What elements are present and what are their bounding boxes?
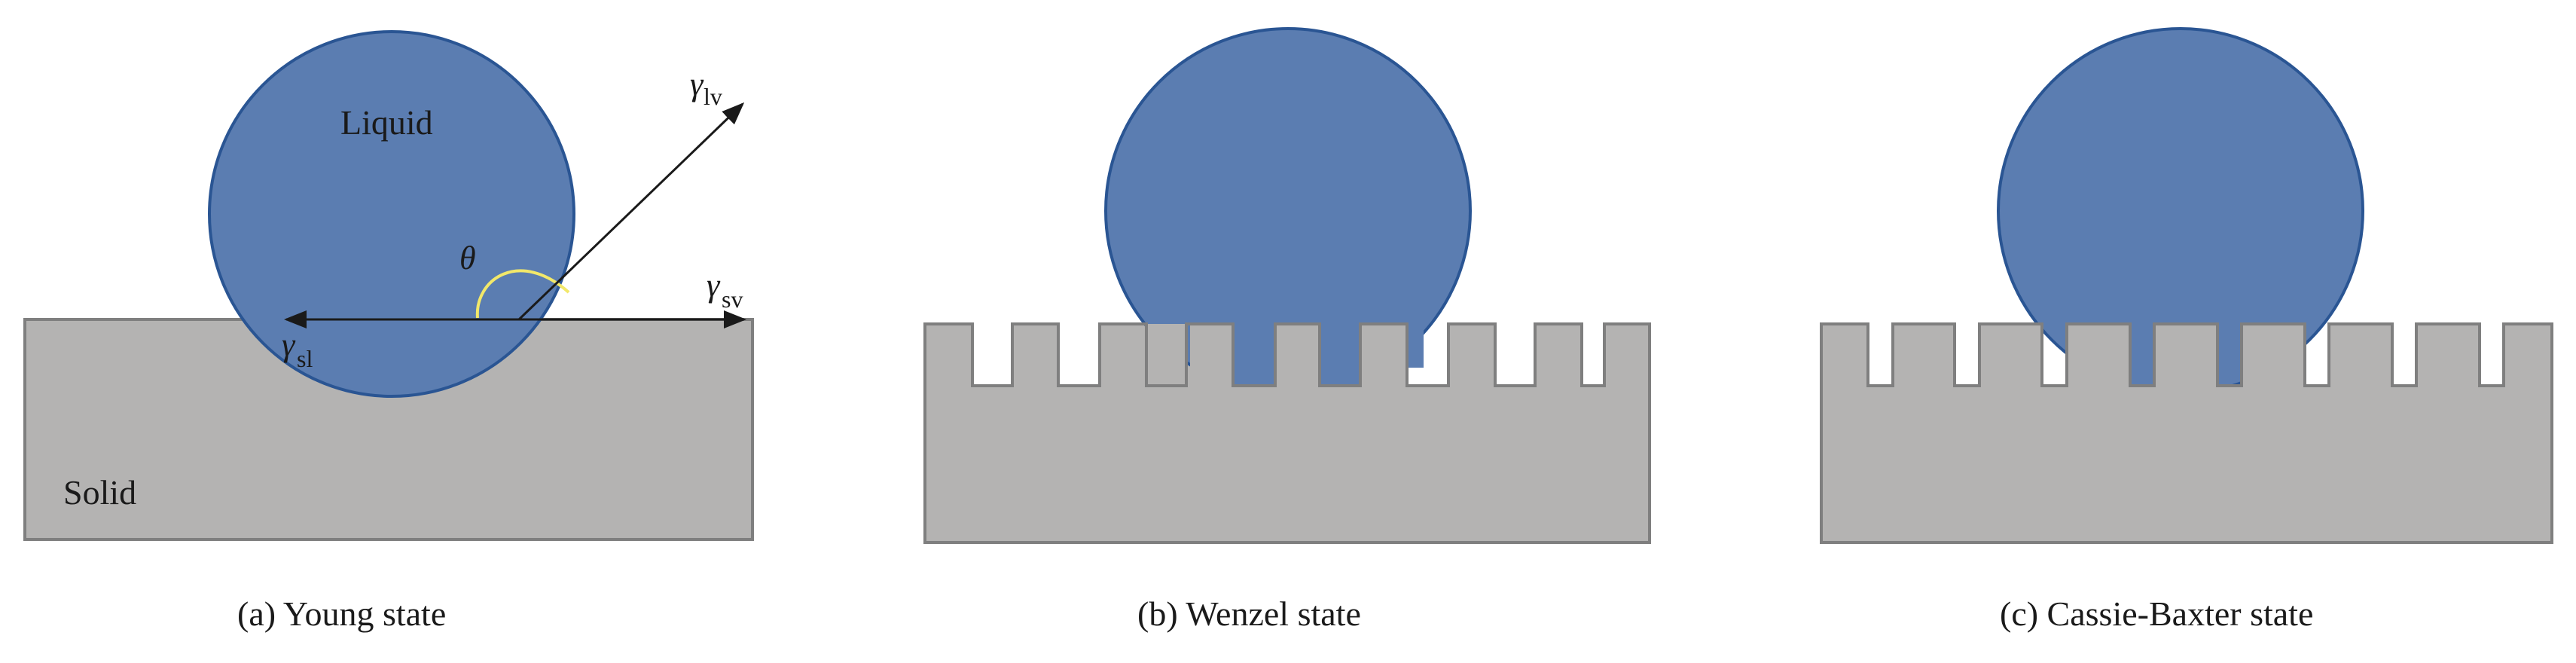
wenzel-liquid-droplet — [1104, 27, 1472, 395]
svg-text:lv: lv — [704, 83, 722, 110]
gamma-lv-vector — [517, 102, 745, 321]
cassie-rough-solid — [1820, 322, 2553, 544]
svg-text:sl: sl — [297, 345, 313, 372]
wenzel-solid-outline — [923, 322, 1651, 544]
gamma-sv-label: γ sv — [707, 267, 743, 313]
svg-text:sv: sv — [722, 286, 743, 313]
theta-label: θ — [459, 240, 476, 277]
caption-young: (a) Young state — [237, 594, 446, 633]
gamma-lv-label: γ lv — [690, 66, 722, 110]
wenzel-pillars-overlay — [925, 324, 1650, 541]
panel-cassie: (c) Cassie-Baxter state — [1820, 27, 2553, 633]
caption-wenzel: (b) Wenzel state — [1137, 594, 1361, 633]
gamma-sl-label: γ sl — [282, 326, 313, 372]
panel-young: Liquid Solid θ γ lv γ sv γ sl (a) Young … — [23, 30, 754, 633]
svg-text:γ: γ — [282, 326, 296, 363]
contact-angle-arc — [475, 269, 570, 319]
panel-wenzel: (b) Wenzel state — [923, 27, 1651, 633]
caption-cassie: (c) Cassie-Baxter state — [2000, 594, 2313, 633]
liquid-label: Liquid — [340, 103, 433, 142]
svg-text:γ: γ — [690, 66, 704, 102]
young-liquid-droplet — [208, 30, 575, 398]
solid-label: Solid — [63, 473, 136, 512]
svg-text:γ: γ — [707, 267, 721, 304]
